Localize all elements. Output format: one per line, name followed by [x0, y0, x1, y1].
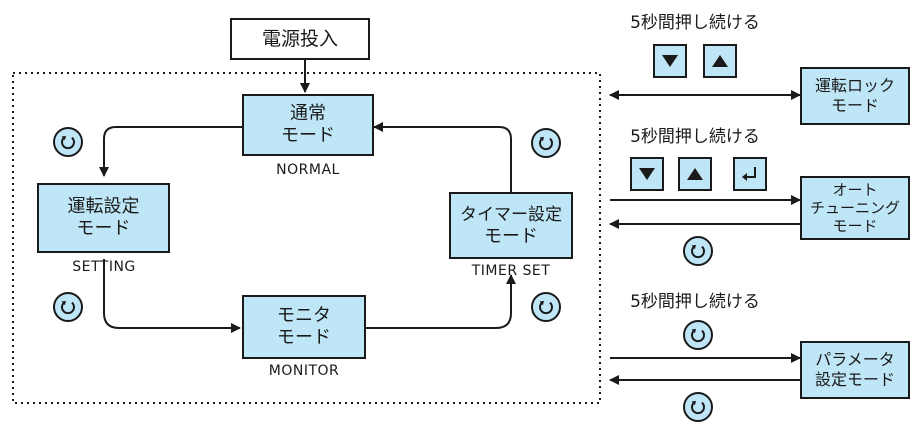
timer-mode-line2: モード — [484, 225, 538, 247]
mode-key-icon — [683, 392, 713, 422]
up-triangle-icon — [687, 168, 703, 180]
monitor-mode-line2: モード — [277, 327, 331, 348]
timer-to-normal-arrow — [373, 122, 512, 192]
mode-key-icon — [531, 128, 561, 158]
monitor-to-timer-arrow — [366, 274, 516, 329]
param-mode-box: パラメータ 設定モード — [800, 341, 910, 399]
normal-to-setting-arrow — [99, 126, 242, 177]
mode-key-icon — [683, 320, 713, 350]
power-on-box: 電源投入 — [230, 18, 370, 60]
setting-mode-line2: モード — [76, 218, 131, 239]
param-line2: 設定モード — [814, 370, 895, 389]
mode-key-icon — [53, 127, 83, 157]
normal-mode-line2: モード — [281, 125, 335, 146]
up-key — [678, 157, 712, 191]
setting-mode-line1: 運転設定 — [67, 196, 140, 217]
mode-key-icon — [683, 236, 713, 266]
param-line1: パラメータ — [815, 350, 895, 369]
param-hold-note: 5秒間押し続ける — [630, 292, 760, 312]
up-key — [703, 44, 737, 78]
setting-mode-box: 運転設定 モード — [37, 183, 170, 253]
timer-mode-box: タイマー設定 モード — [449, 192, 573, 259]
up-triangle-icon — [712, 55, 728, 67]
setting-to-monitor-arrow — [103, 259, 241, 333]
monitor-mode-box: モニタ モード — [242, 295, 366, 359]
autotune-line3: モード — [832, 217, 878, 235]
lock-hold-note: 5秒間押し続ける — [630, 13, 760, 33]
setting-caption: SETTING — [72, 259, 136, 275]
autotune-line1: オート — [832, 181, 878, 199]
enter-arrow-icon — [742, 167, 756, 181]
down-triangle-icon — [662, 55, 678, 67]
normal-caption: NORMAL — [276, 162, 340, 178]
normal-mode-box: 通常 モード — [242, 94, 374, 156]
run-lock-line2: モード — [830, 96, 879, 115]
monitor-caption: MONITOR — [268, 363, 340, 379]
down-key — [653, 44, 687, 78]
autotune-mode-box: オート チューニング モード — [800, 176, 910, 240]
run-lock-mode-box: 運転ロック モード — [800, 67, 910, 125]
autotune-line2: チューニング — [809, 199, 900, 217]
timer-mode-line1: タイマー設定 — [460, 204, 562, 225]
down-triangle-icon — [639, 168, 655, 180]
mode-key-icon — [53, 292, 83, 322]
main-mode-frame — [12, 72, 601, 404]
enter-key — [733, 157, 767, 191]
down-key — [630, 157, 664, 191]
timer-caption: TIMER SET — [471, 263, 551, 279]
power-on-label: 電源投入 — [261, 28, 338, 50]
mode-key-icon — [531, 292, 561, 322]
run-lock-line1: 運転ロック — [814, 76, 895, 95]
normal-mode-line1: 通常 — [290, 103, 326, 124]
monitor-mode-line1: モニタ — [277, 305, 331, 326]
autotune-hold-note: 5秒間押し続ける — [630, 127, 760, 147]
